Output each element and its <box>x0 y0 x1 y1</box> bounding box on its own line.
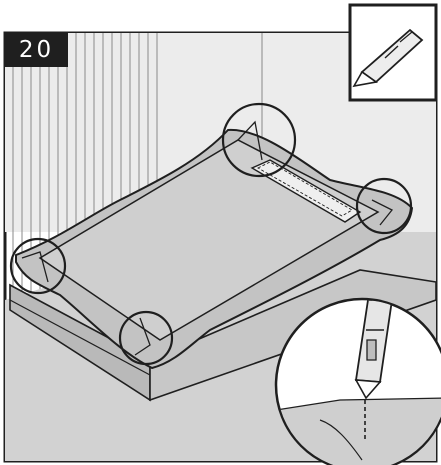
floor-edge-line <box>9 299 151 376</box>
knife-cutting-icon <box>354 300 394 400</box>
drain-grate <box>257 161 353 217</box>
corner-detail-back <box>221 102 297 178</box>
fold-mark-front <box>134 317 151 356</box>
corner-detail-front <box>118 310 174 366</box>
corner-detail-left <box>9 237 67 295</box>
fold-mark-right <box>371 199 394 226</box>
drain-channel <box>250 159 362 223</box>
fold-mark-left <box>21 251 49 283</box>
corner-detail-right <box>355 177 413 235</box>
magnified-detail <box>274 297 441 465</box>
fold-mark-back <box>237 120 263 161</box>
utility-knife-icon <box>352 28 424 88</box>
step-number-badge: 20 <box>5 33 68 67</box>
